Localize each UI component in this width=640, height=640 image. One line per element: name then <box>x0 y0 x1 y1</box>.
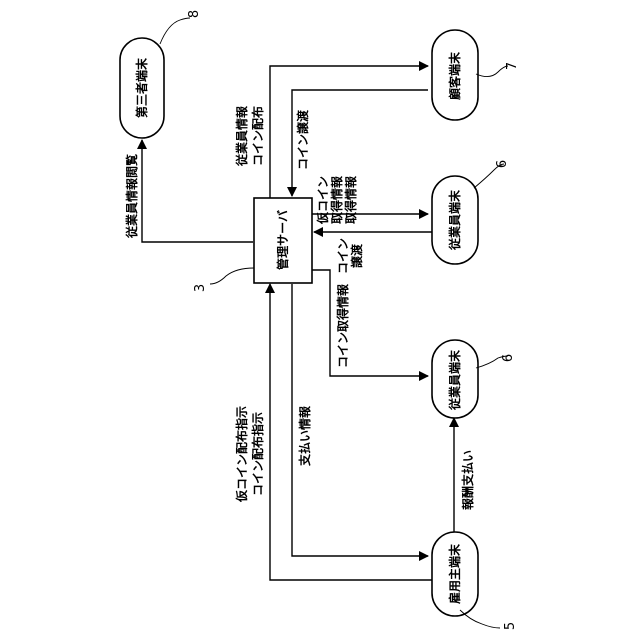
label-provisional-coin-instruction: 仮コイン配布指示 <box>234 406 249 503</box>
label-transfer: 譲渡 <box>349 243 364 268</box>
label-employee-info: 従業員情報 <box>234 105 249 167</box>
arrow-server-to-employee-bottom <box>312 270 428 376</box>
arrow-customer-to-server <box>292 90 428 196</box>
leader-ref-3 <box>210 268 254 284</box>
label-reward-payment: 報酬支払い <box>460 450 475 510</box>
arrow-server-to-employer <box>292 284 428 556</box>
label-acquisition-info-1: 取得情報 <box>329 175 344 224</box>
employer-label: 雇用主端末 <box>447 543 462 604</box>
leader-ref-7 <box>476 66 508 77</box>
leader-ref-8 <box>160 18 190 44</box>
label-coin-distribution: コイン配布 <box>250 106 265 166</box>
ref-number-6-top: 6 <box>495 160 510 168</box>
label-coin: コイン <box>336 238 350 274</box>
arrow-employer-to-server <box>270 284 432 580</box>
ref-number-8: 8 <box>187 10 202 18</box>
customer-label: 顧客端末 <box>447 51 462 100</box>
ref-number-7: 7 <box>505 62 520 70</box>
ref-number-6-bottom: 6 <box>501 354 516 362</box>
server-label: 管理サーバ <box>275 210 290 270</box>
label-payment-info: 支払い情報 <box>297 405 312 467</box>
label-acquisition-info-2: 取得情報 <box>343 175 358 224</box>
label-employee-info-view: 従業員情報閲覧 <box>124 154 139 239</box>
ref-number-5: 5 <box>503 622 518 630</box>
ref-number-3: 3 <box>193 284 208 292</box>
third-party-label: 第三者端末 <box>134 57 149 118</box>
employee-top-label: 従業員端末 <box>447 189 462 251</box>
label-coin-acquisition-info: コイン取得情報 <box>335 283 350 368</box>
label-coin-instruction: コイン配布指示 <box>250 412 265 496</box>
label-coin-transfer-customer: コイン譲渡 <box>295 109 310 170</box>
label-provisional-coin: 仮コイン <box>315 176 330 225</box>
employee-bottom-label: 従業員端末 <box>447 349 462 411</box>
